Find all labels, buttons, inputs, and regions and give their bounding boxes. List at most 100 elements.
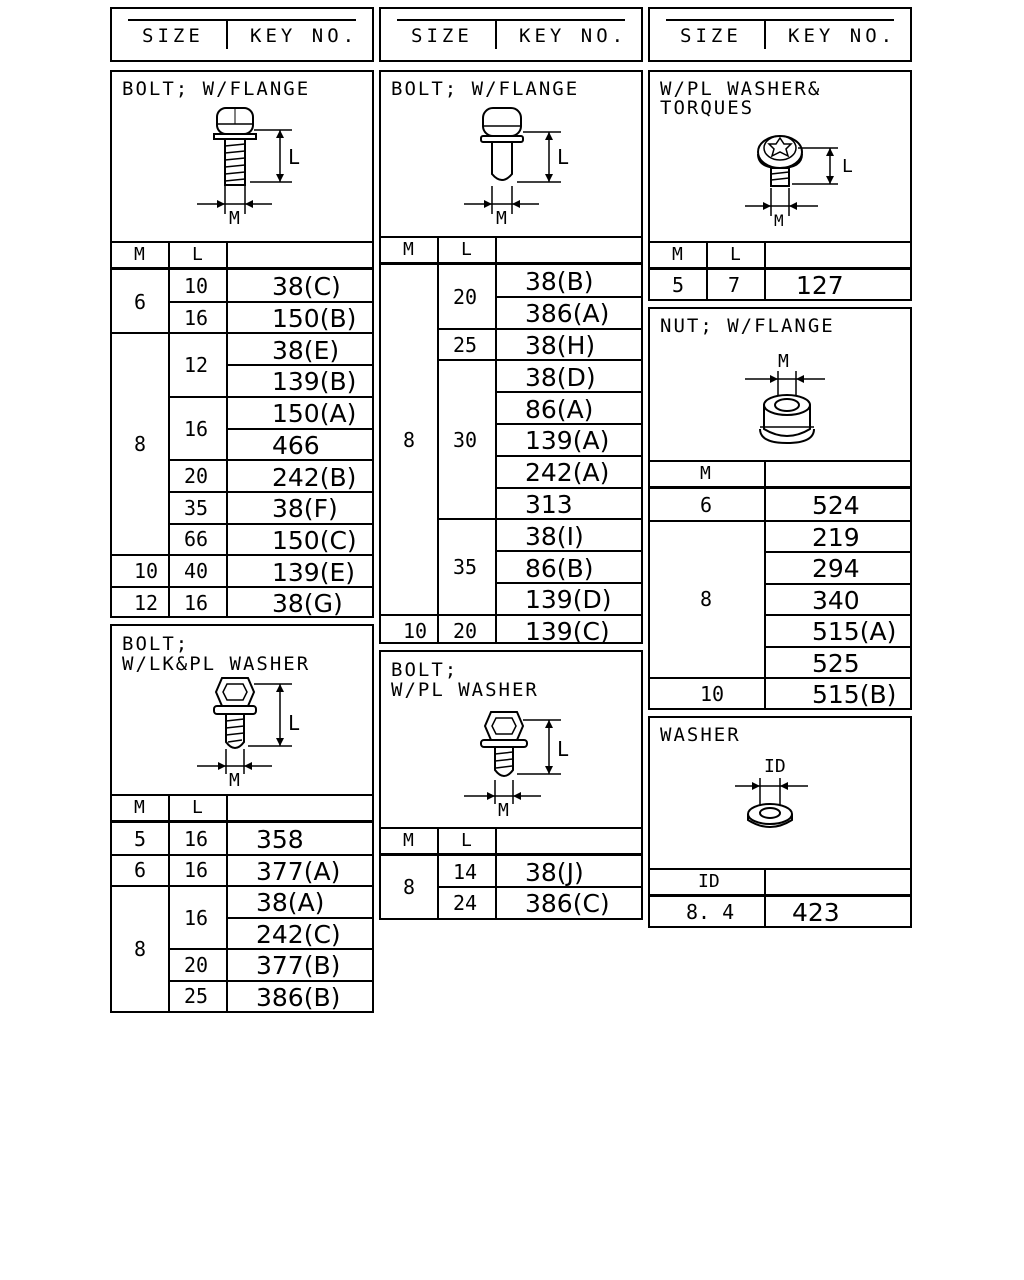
l-size-cell: 20 [184,952,209,977]
panel-title: WASHER [660,724,741,746]
key-number-cell: 525 [812,648,860,678]
torx-bolt-illustration: L M [745,135,853,230]
l-size-cell: 12 [184,353,209,378]
key-number-cell: 86(A) [525,394,594,424]
lock-washer-bolt-illustration: L M [197,677,300,791]
svg-text:ID: ID [764,756,786,777]
key-number-cell: 139(E) [272,557,356,587]
l-size-cell: 40 [184,559,209,584]
l-size-cell: 20 [184,464,209,489]
key-number-cell: 38(G) [272,589,343,619]
header-box-3: SIZE KEY NO. [648,7,912,62]
key-number-cell: 150(A) [272,399,357,429]
key-number-cell: 313 [525,490,573,519]
key-number-cell: 515(A) [812,617,897,647]
panel-bolt-flange-1: BOLT; W/FLANGE L M M L 38(C)150(B)38(E)1… [110,70,374,618]
key-number-cell: 219 [812,522,860,552]
key-number-cell: 150(C) [272,525,357,555]
key-number-cell: 524 [812,491,860,521]
m-column-header: M [700,463,711,484]
l-size-cell: 25 [184,984,209,1009]
m-size-cell: 12 [134,590,159,615]
key-number-cell: 386(A) [525,299,610,329]
l-size-cell: 35 [453,555,478,580]
l-size-cell: 66 [184,527,209,552]
key-number-cell: 38(B) [525,267,594,297]
id-column-header: ID [698,871,720,892]
panel-title: BOLT; W/PL WASHER [391,659,539,701]
key-number-cell: 386(B) [256,982,341,1012]
m-size-cell: 6 [134,289,147,314]
svg-text:M: M [229,208,240,229]
key-number-cell: 386(C) [525,889,610,918]
key-number-cell: 377(B) [256,951,341,981]
m-size-cell: 6 [700,492,713,517]
size-header: SIZE [411,25,473,47]
panel-title: BOLT; W/FLANGE [391,78,580,100]
l-size-cell: 20 [453,284,478,309]
key-number-cell: 515(B) [812,680,897,710]
panel-bolt-flange-2: BOLT; W/FLANGE L M M L 38(B)386(A)38(H)3… [379,70,643,644]
svg-text:L: L [557,145,569,169]
key-number-cell: 150(B) [272,304,357,334]
key-number-cell: 38(C) [272,272,341,302]
panel-title: BOLT; W/LK&PL WASHER [122,633,311,675]
m-size-cell: 6 [134,858,147,883]
key-number-cell: 38(E) [272,335,340,365]
m-size-cell: 8 [403,875,416,899]
svg-text:M: M [498,800,509,821]
svg-text:M: M [229,770,240,791]
key-number-cell: 377(A) [256,856,341,886]
l-size-cell: 14 [453,859,478,884]
key-number-cell: 340 [812,585,860,615]
key-number-cell: 139(A) [525,426,610,456]
key-number-cell: 139(C) [525,617,610,647]
washer-illustration: ID [735,756,808,828]
m-column-header: M [134,797,145,818]
flange-nut-illustration: M [745,351,825,445]
key-number-cell: 466 [272,430,320,460]
key-number-cell: 38(I) [525,521,584,551]
key-number-cell: 358 [256,825,304,855]
key-number-cell: 242(C) [256,919,341,949]
header-box-2: SIZE KEY NO. [379,7,643,62]
m-size-cell: 5 [134,826,147,851]
key-number-cell: 38(H) [525,331,596,360]
m-column-header: M [672,244,683,265]
m-column-header: M [134,244,145,265]
m-size-cell: 8 [134,937,147,961]
m-size-cell: 10 [700,681,725,706]
key-number-cell: 86(B) [525,553,594,583]
l-size-cell: 35 [184,495,209,520]
id-size-cell: 8. 4 [686,899,735,924]
svg-text:M: M [774,211,784,230]
svg-text:M: M [496,208,507,229]
svg-text:M: M [778,351,789,372]
l-size-cell: 7 [728,272,741,297]
l-size-cell: 20 [453,618,478,643]
key-number-cell: 38(D) [525,362,596,392]
key-number-cell: 38(A) [256,888,325,918]
m-size-cell: 10 [403,618,428,643]
l-column-header: L [192,797,203,818]
m-size-cell: 8 [134,432,147,457]
key-no-header: KEY NO. [250,25,359,47]
l-column-header: L [461,239,472,260]
panel-title: W/PL WASHER& TORQUES [660,78,822,119]
panel-title: BOLT; W/FLANGE [122,78,311,100]
key-number-cell: 139(B) [272,367,357,397]
key-number-cell: 127 [796,271,844,300]
l-size-cell: 25 [453,332,478,357]
m-column-header: M [403,239,414,260]
svg-text:L: L [288,711,300,735]
m-size-cell: 10 [134,559,159,584]
l-size-cell: 24 [453,890,478,915]
l-size-cell: 16 [184,905,209,930]
header-box-1: SIZE KEY NO. [110,7,374,62]
size-header: SIZE [680,25,742,47]
m-size-cell: 5 [672,272,685,297]
